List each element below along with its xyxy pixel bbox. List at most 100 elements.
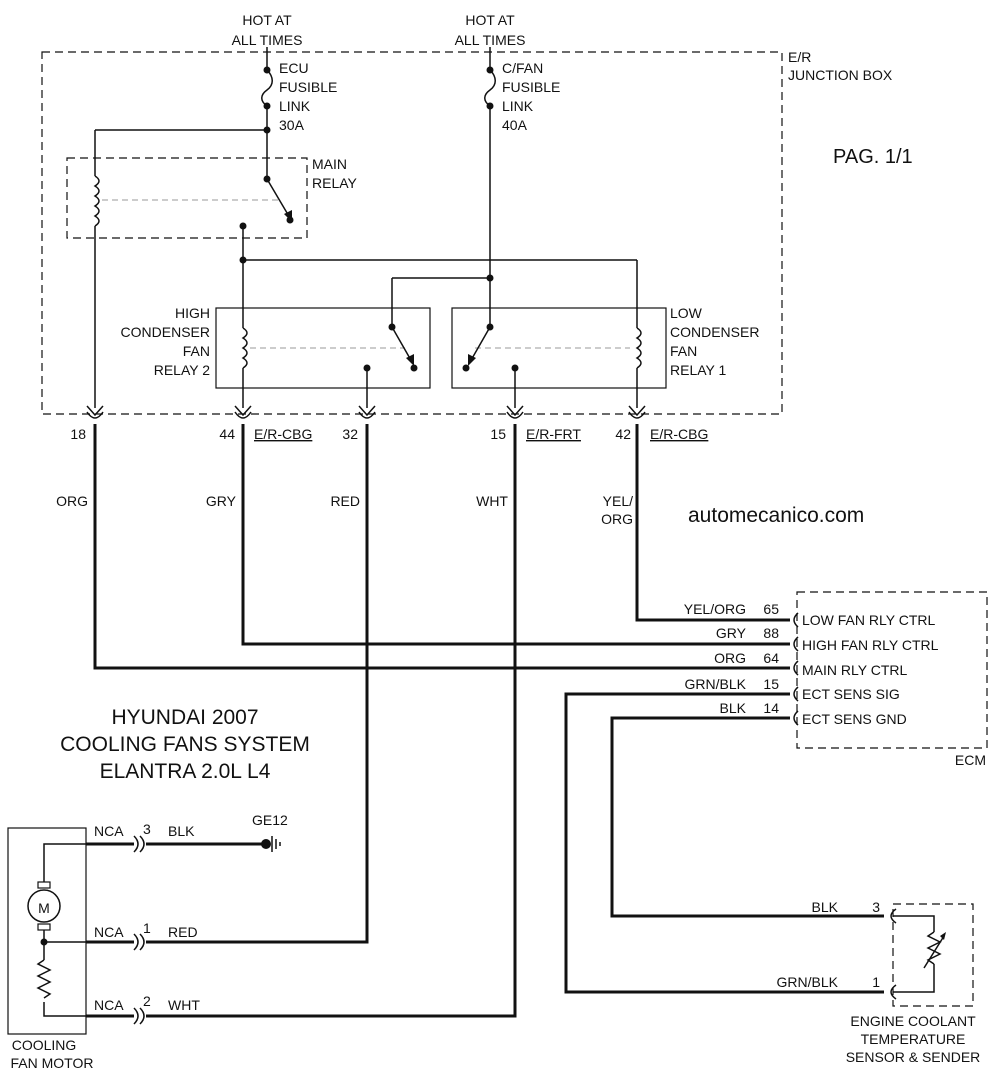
pin-32: 32 xyxy=(342,426,358,442)
wire-label-gry: GRY xyxy=(206,493,237,509)
page-label: PAG. 1/1 xyxy=(833,146,913,168)
ecu-fusible-link xyxy=(261,47,273,178)
motor-name-line2: FAN MOTOR xyxy=(11,1055,94,1071)
high-relay-label-line3: FAN xyxy=(183,343,210,359)
junction-box-label-line1: E/R xyxy=(788,49,811,65)
motor-conn-nca-1: NCA xyxy=(94,924,124,940)
blk-sensor-wire xyxy=(610,716,884,918)
cfan-fuse-line2: FUSIBLE xyxy=(502,79,560,95)
sensor-wire-grn-blk: GRN/BLK xyxy=(777,974,839,990)
watermark-text: automecanico.com xyxy=(688,504,864,527)
sensor-name-line1: ENGINE COOLANT xyxy=(850,1013,976,1029)
ecm-wire-65: YEL/ORG xyxy=(684,601,746,617)
wire-label-red: RED xyxy=(330,493,360,509)
motor-symbol: M xyxy=(38,900,50,916)
ecm-name: ECM xyxy=(955,752,986,768)
main-relay-label-line1: MAIN xyxy=(312,156,347,172)
ecm-pin-14: 14 xyxy=(763,700,779,716)
ecm-label-high-fan: HIGH FAN RLY CTRL xyxy=(802,637,939,653)
conn-er-cbg-1: E/R-CBG xyxy=(254,426,312,442)
ecm-wire-64: ORG xyxy=(714,650,746,666)
ecm-pin-64: 64 xyxy=(763,650,779,666)
conn-er-frt: E/R-FRT xyxy=(526,426,581,442)
motor-symbol-circle xyxy=(27,889,61,923)
ecm-outline xyxy=(796,591,988,749)
sensor-pin-1: 1 xyxy=(872,974,880,990)
ground-icon xyxy=(261,836,281,852)
pin-42: 42 xyxy=(615,426,631,442)
title-line2: COOLING FANS SYSTEM xyxy=(60,733,310,756)
low-relay-label-line3: FAN xyxy=(670,343,697,359)
power-label-right: HOT AT ALL TIMES xyxy=(455,12,526,48)
main-relay xyxy=(66,129,308,408)
power-left-line2: ALL TIMES xyxy=(232,32,303,48)
ecm-connector-marks xyxy=(793,612,799,726)
low-relay-label-line1: LOW xyxy=(670,305,703,321)
power-label-left: HOT AT ALL TIMES xyxy=(232,12,303,48)
power-right-line1: HOT AT xyxy=(465,12,515,28)
cfan-fuse-line3: LINK xyxy=(502,98,534,114)
ecm-wire-88: GRY xyxy=(716,625,747,641)
ect-sensor xyxy=(890,903,974,1007)
yel-org-wire xyxy=(635,424,790,622)
power-left-line1: HOT AT xyxy=(242,12,292,28)
low-relay-label-line4: RELAY 1 xyxy=(670,362,727,378)
pin-44: 44 xyxy=(219,426,235,442)
high-relay-label-line4: RELAY 2 xyxy=(154,362,211,378)
sensor-name-line2: TEMPERATURE xyxy=(861,1031,966,1047)
high-relay-label-line2: CONDENSER xyxy=(121,324,210,340)
ecm-label-low-fan: LOW FAN RLY CTRL xyxy=(802,612,936,628)
sensor-outline xyxy=(892,903,974,1007)
motor-conn-nca-3: NCA xyxy=(94,823,124,839)
pin-18: 18 xyxy=(70,426,86,442)
harness-wires xyxy=(93,424,884,1018)
motor-wire-wht: WHT xyxy=(168,997,200,1013)
cfan-fuse-line1: C/FAN xyxy=(502,60,543,76)
ecm-label-main-rly: MAIN RLY CTRL xyxy=(802,662,907,678)
high-relay-label-line1: HIGH xyxy=(175,305,210,321)
title-line3: ELANTRA 2.0L L4 xyxy=(100,760,271,783)
low-condenser-fan-relay xyxy=(451,307,667,408)
motor-wire-blk: BLK xyxy=(168,823,195,839)
conn-er-cbg-2: E/R-CBG xyxy=(650,426,708,442)
junction-box-outline xyxy=(41,51,783,415)
ecu-fuse-line4: 30A xyxy=(279,117,305,133)
motor-conn-nca-2: NCA xyxy=(94,997,124,1013)
org-wire xyxy=(93,424,790,670)
motor-name-line1: COOLING xyxy=(12,1037,77,1053)
pin-15: 15 xyxy=(490,426,506,442)
ecu-fuse-line1: ECU xyxy=(279,60,309,76)
ecm-label-ect-gnd: ECT SENS GND xyxy=(802,711,907,727)
grn-blk-wire xyxy=(564,692,884,994)
ecm-wire-14: BLK xyxy=(720,700,747,716)
cfan-fusible-link xyxy=(391,47,496,326)
ecm-wire-15: GRN/BLK xyxy=(685,676,747,692)
ecm-pin-88: 88 xyxy=(763,625,779,641)
ecu-fuse-line3: LINK xyxy=(279,98,311,114)
wire-label-yel-org-1: YEL/ xyxy=(603,493,633,509)
cooling-fan-motor xyxy=(7,827,134,1035)
wire-label-org: ORG xyxy=(56,493,88,509)
motor-connector-marks xyxy=(133,835,145,1025)
wire-label-wht: WHT xyxy=(476,493,508,509)
junction-box-label-line2: JUNCTION BOX xyxy=(788,67,893,83)
low-relay-label-line2: CONDENSER xyxy=(670,324,759,340)
sensor-name-line3: SENSOR & SENDER xyxy=(846,1049,981,1065)
jb-connector-pins xyxy=(86,405,646,419)
main-relay-label-line2: RELAY xyxy=(312,175,358,191)
wire-label-yel-org-2: ORG xyxy=(601,511,633,527)
wht-wire xyxy=(146,424,517,1018)
ecm-pin-65: 65 xyxy=(763,601,779,617)
main-relay-outline xyxy=(66,157,308,239)
power-right-line2: ALL TIMES xyxy=(455,32,526,48)
sensor-pin-3: 3 xyxy=(872,899,880,915)
title-line1: HYUNDAI 2007 xyxy=(111,706,258,729)
red-wire xyxy=(146,424,369,944)
ecm-label-ect-sig: ECT SENS SIG xyxy=(802,686,900,702)
motor-pin-2: 2 xyxy=(143,993,151,1009)
motor-wire-red: RED xyxy=(168,924,198,940)
ecm: YEL/ORG 65 LOW FAN RLY CTRL GRY 88 HIGH … xyxy=(684,591,988,768)
ecu-fuse-line2: FUSIBLE xyxy=(279,79,337,95)
